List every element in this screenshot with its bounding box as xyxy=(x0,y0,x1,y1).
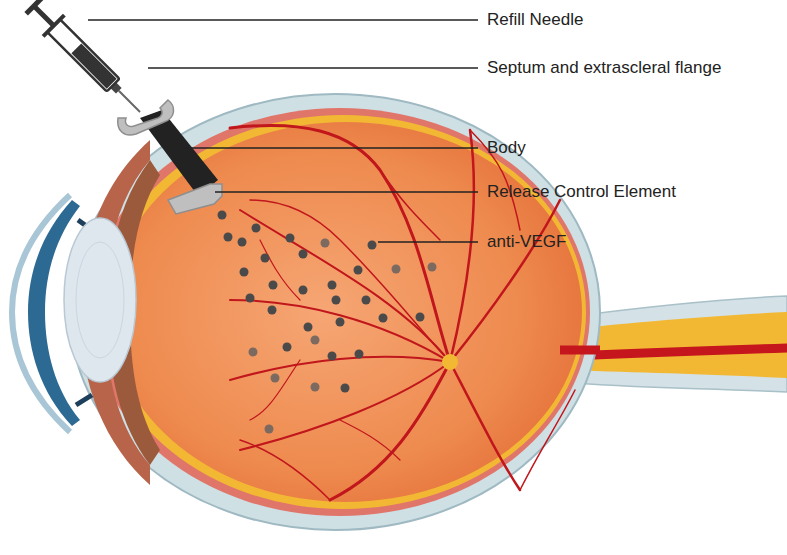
vitreous xyxy=(110,122,582,502)
retinal-vessels xyxy=(230,125,575,500)
sclera xyxy=(70,94,600,530)
part-label: Body xyxy=(487,138,526,158)
port-delivery-implant xyxy=(118,100,222,214)
optic-vessel xyxy=(560,346,600,355)
part-label: Release Control Element xyxy=(487,182,676,202)
part-label: Septum and extrascleral flange xyxy=(487,58,721,78)
retina xyxy=(100,115,586,509)
refill-syringe xyxy=(23,0,150,123)
choroid xyxy=(90,108,590,516)
part-label: Refill Needle xyxy=(487,10,583,30)
part-label: anti-VEGF xyxy=(487,232,566,252)
optic-disc xyxy=(442,354,458,370)
anterior-segment xyxy=(12,140,160,485)
leader-lines xyxy=(88,20,478,242)
anti-vegf-particles xyxy=(218,211,437,434)
